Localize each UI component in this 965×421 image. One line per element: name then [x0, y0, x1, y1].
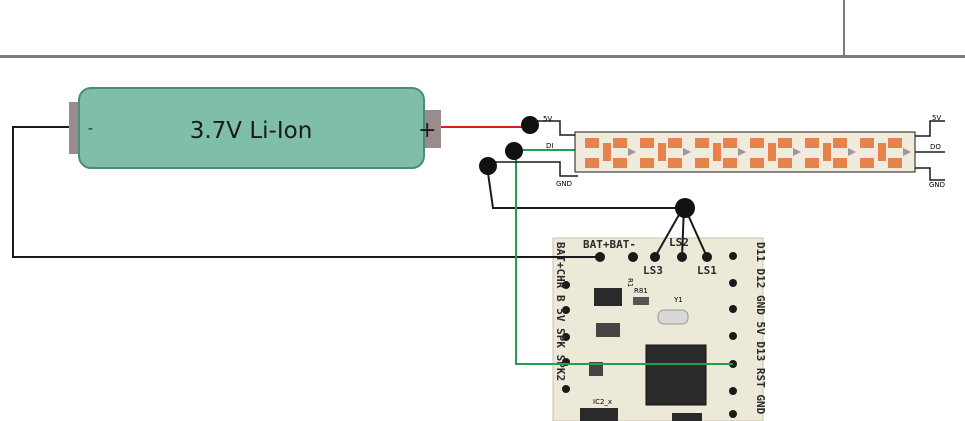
toolbar-divider [843, 0, 845, 56]
led-pixel [695, 138, 746, 168]
board-right-pins-label: D11 D12 GND 5V D13 RST GND [754, 242, 767, 415]
led-pixel [585, 138, 636, 168]
battery-body [78, 87, 425, 169]
led-pixel [750, 138, 801, 168]
crystal [657, 309, 689, 325]
strip-right-do-label: DO [930, 143, 941, 151]
ic2-chip [580, 408, 618, 421]
battery-minus-sign: - [88, 121, 93, 137]
led-pixel [805, 138, 856, 168]
small-resistor [633, 297, 649, 305]
battery-plus-terminal [422, 110, 441, 148]
led-pixel [860, 138, 911, 168]
strip-right-5v-label: 5V [932, 114, 941, 122]
strip-left-5v-label: 5V [543, 115, 552, 123]
capacitor [596, 323, 620, 337]
main-mcu-chip [645, 344, 707, 406]
r81-label: R81 [634, 287, 648, 295]
board-left-pins-label: BAT+CHR B 5V SPK SPK2 [554, 242, 567, 381]
led-pixel [640, 138, 691, 168]
board-top-pins-label: BAT+BAT- [583, 238, 636, 251]
regulator-chip [594, 288, 622, 306]
ls2-label: LS2 [669, 236, 689, 249]
battery[interactable]: 3.7V Li-Ion - + [69, 87, 441, 169]
ls1-label: LS1 [697, 264, 717, 277]
y1-label: Y1 [673, 296, 683, 304]
led-cells [585, 138, 911, 168]
wire-gnd-lead [490, 161, 578, 177]
wire-5v-lead [530, 120, 578, 136]
battery-label: 3.7V Li-Ion [190, 118, 313, 144]
strip-right-gnd-lead [915, 167, 945, 181]
r1-label: R1 [626, 278, 634, 287]
battery-minus-terminal [69, 102, 80, 154]
wire-battery-minus [12, 126, 600, 258]
wire-junctions [479, 116, 695, 218]
wire-data [515, 153, 733, 365]
battery-plus-sign: + [418, 118, 436, 143]
led-strip[interactable]: 5V DI GND 5V DO GND [543, 114, 945, 189]
transistor [589, 362, 603, 376]
strip-right-gnd-label: GND [929, 181, 945, 189]
strip-left-gnd-label: GND [556, 180, 572, 188]
top-toolbar [0, 0, 965, 58]
ic2-label: IC2_x [593, 398, 612, 406]
microcontroller-board[interactable]: BAT+BAT- LS2 LS3 LS1 BAT+CHR B 5V SPK SP… [552, 236, 767, 421]
ls3-label: LS3 [643, 264, 663, 277]
strip-right-5v-lead [915, 120, 945, 137]
wire-ground [486, 165, 682, 209]
bottom-chip [672, 413, 702, 421]
strip-left-di-label: DI [546, 142, 553, 150]
